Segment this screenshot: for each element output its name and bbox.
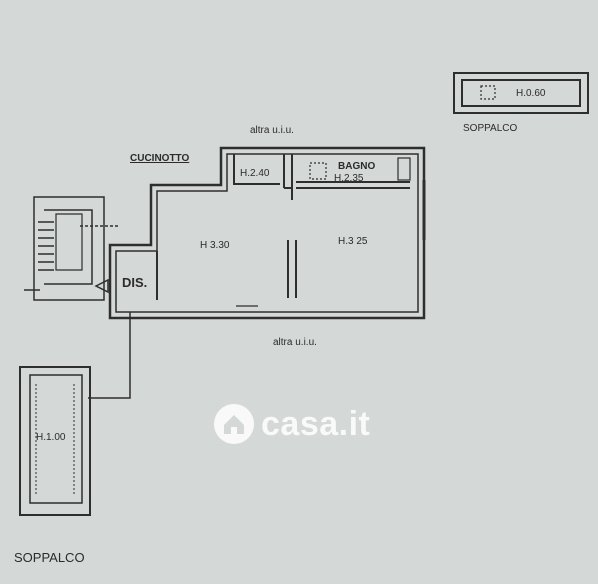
staircase <box>24 196 120 301</box>
label-height-soppalco-top: H.0.60 <box>516 88 546 99</box>
label-height-cucinotto: H.2.40 <box>240 168 270 179</box>
label-height-room2: H.3 25 <box>338 236 368 247</box>
label-height-soppalco-bottom: H.1.00 <box>36 432 66 443</box>
house-icon <box>214 404 254 444</box>
watermark-text: casa.it <box>261 404 371 443</box>
label-altra-uiu-top: altra u.i.u. <box>250 125 294 136</box>
soppalco-bottom-box <box>19 366 91 516</box>
label-altra-uiu-bottom: altra u.i.u. <box>273 337 317 348</box>
label-soppalco-bottom: SOPPALCO <box>14 550 85 565</box>
label-bagno: BAGNO <box>338 161 376 172</box>
watermark: casa.it <box>213 403 370 445</box>
label-height-bagno: H.2.35 <box>334 173 364 184</box>
label-cucinotto: CUCINOTTO <box>130 153 190 164</box>
connector-line <box>88 312 131 399</box>
apartment-walls <box>108 146 426 320</box>
label-soppalco-top: SOPPALCO <box>463 123 518 134</box>
label-height-room1: H 3.30 <box>200 240 230 251</box>
soppalco-top-box <box>453 72 589 114</box>
label-dis: DIS. <box>122 275 148 290</box>
